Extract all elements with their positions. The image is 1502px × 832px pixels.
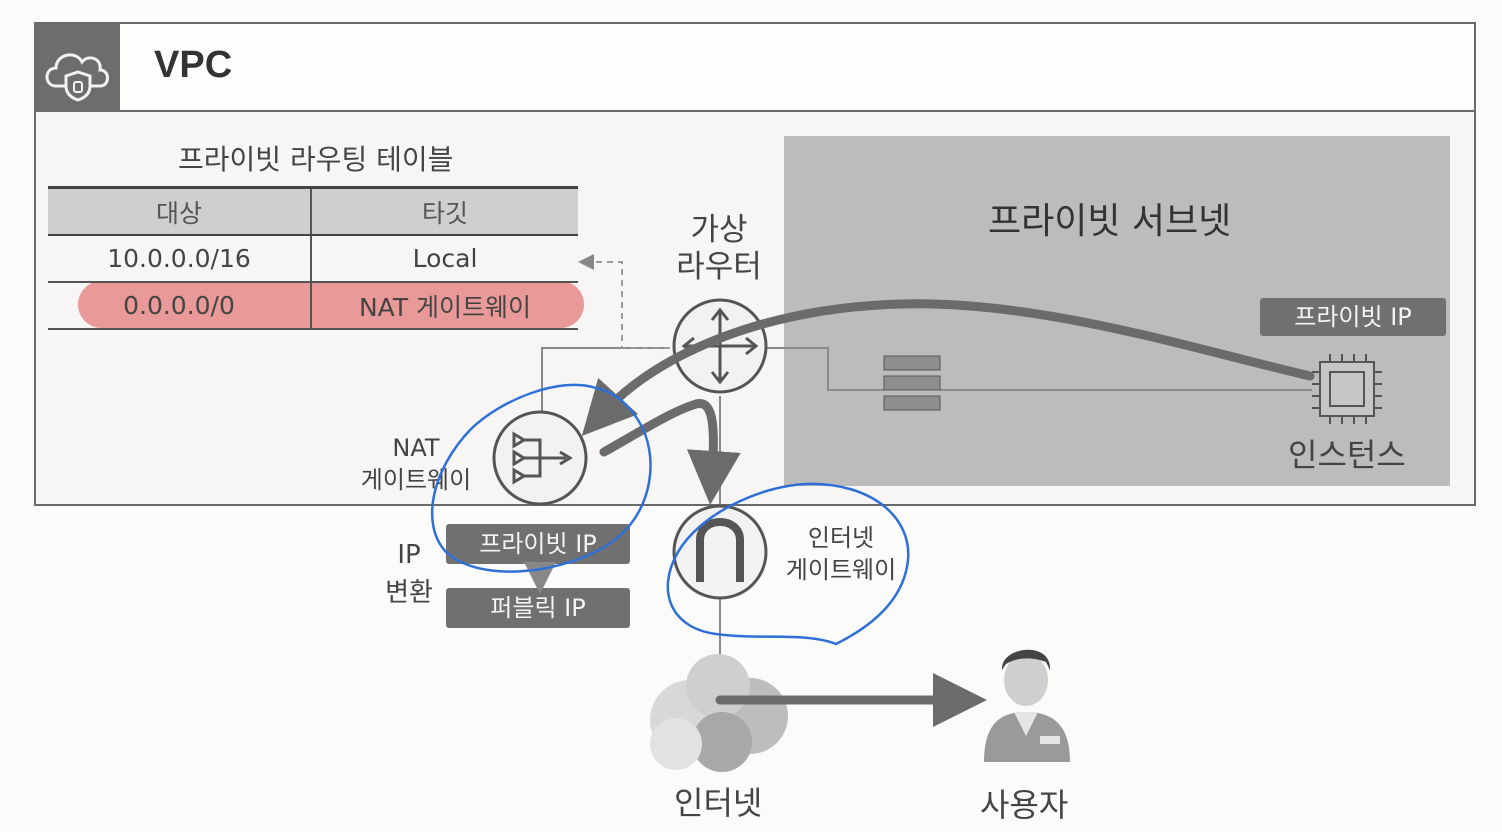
- user-label: 사용자: [980, 786, 1069, 824]
- vpc-header: [36, 24, 1474, 112]
- route-destination: 0.0.0.0/0: [48, 282, 312, 330]
- public-ip-tag: 퍼블릭 IP: [446, 588, 630, 628]
- instance-label: 인스턴스: [1288, 436, 1406, 474]
- user-icon: [984, 649, 1070, 762]
- routing-table-title: 프라이빗 라우팅 테이블: [178, 143, 454, 176]
- cloud-shield-icon: [45, 53, 109, 102]
- router-icon: [672, 298, 768, 394]
- private-ip-tag: 프라이빗 IP: [1260, 298, 1446, 336]
- table-row: 10.0.0.0/16 Local: [48, 235, 578, 283]
- internet-gateway-label: 인터넷 게이트웨이: [785, 524, 897, 584]
- routing-table: 대상 타깃 10.0.0.0/16 Local 0.0.0.0/0 NAT 게이…: [48, 186, 578, 330]
- table-header-row: 대상 타깃: [48, 186, 578, 236]
- nat-gateway-label: NAT 게이트웨이: [360, 434, 472, 494]
- private-subnet-title: 프라이빗 서브넷: [988, 201, 1232, 242]
- internet-gateway-icon: [672, 504, 768, 600]
- vpc-icon-box: [36, 24, 120, 112]
- router-label: 가상 라우터: [676, 212, 762, 285]
- traffic-flow-arrows: [581, 299, 1315, 727]
- cloud-icon: [650, 654, 788, 772]
- ip-address-chips: [883, 355, 941, 411]
- dashed-route-lookup: [578, 254, 670, 349]
- table-row: 0.0.0.0/0 NAT 게이트웨이: [48, 282, 578, 330]
- route-destination: 10.0.0.0/16: [48, 235, 312, 283]
- internet-label: 인터넷: [674, 784, 763, 822]
- route-target: Local: [311, 235, 578, 283]
- column-header-target: 타깃: [311, 186, 578, 236]
- private-ip-tag: 프라이빗 IP: [446, 524, 630, 564]
- nat-gateway-icon: [492, 410, 588, 506]
- column-header-destination: 대상: [48, 186, 312, 236]
- chip-icon: [1312, 354, 1382, 424]
- vpc-title: VPC: [154, 44, 233, 86]
- route-target: NAT 게이트웨이: [311, 282, 578, 330]
- ip-conversion-label: IP 변환: [385, 540, 433, 608]
- handwritten-annotations: [430, 383, 910, 646]
